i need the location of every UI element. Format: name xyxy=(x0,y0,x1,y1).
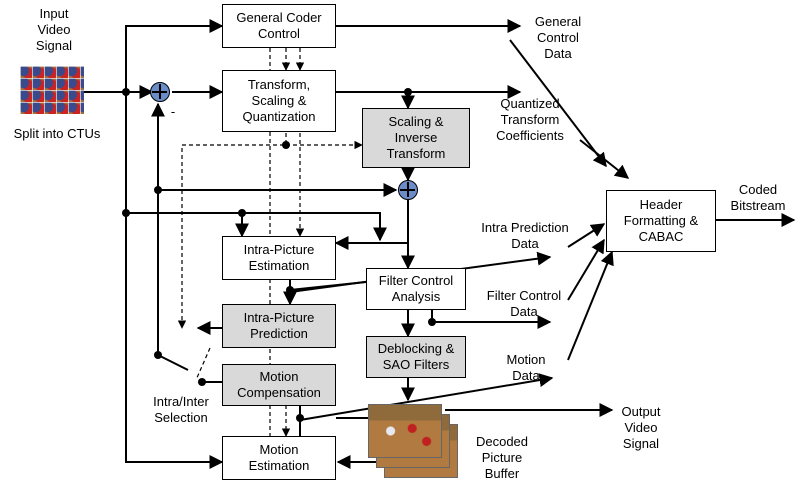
junction-dot xyxy=(282,141,290,149)
filter-control-analysis-box: Filter Control Analysis xyxy=(366,268,466,310)
input-video-signal-label: Input Video Signal xyxy=(35,6,73,53)
motion-compensation-box: Motion Compensation xyxy=(222,364,336,406)
residual-sum-node xyxy=(150,82,170,102)
junction-dot xyxy=(122,209,130,217)
quantized-transform-coefficients-label: Quantized Transform Coefficients xyxy=(496,96,564,143)
control-data-to-header-arrow xyxy=(509,39,607,168)
intra-inter-selection-label: Intra/Inter Selection xyxy=(153,394,209,425)
reconstruction-sum-node xyxy=(398,180,418,200)
coded-bitstream-label: Coded Bitstream xyxy=(730,182,786,213)
filter-control-data-label: Filter Control Data xyxy=(486,288,562,319)
split-into-ctus-label: Split into CTUs xyxy=(13,126,101,141)
general-control-data-label: General Control Data xyxy=(534,14,582,61)
junction-dot xyxy=(286,286,294,294)
input-frame-thumbnail xyxy=(20,66,84,114)
junction-dot xyxy=(238,209,246,217)
junction-dot xyxy=(428,318,436,326)
junction-dot xyxy=(154,186,162,194)
input-to-coder-control-wire xyxy=(125,19,224,92)
intra-picture-estimation-box: Intra-Picture Estimation xyxy=(222,236,336,280)
junction-dot xyxy=(154,351,162,359)
output-video-signal-label: Output Video Signal xyxy=(621,404,661,451)
coefficients-to-header-arrow xyxy=(579,139,630,179)
decoded-picture-buffer-label: Decoded Picture Buffer xyxy=(475,434,529,481)
junction-dot xyxy=(122,88,130,96)
deblocking-sao-filters-box: Deblocking & SAO Filters xyxy=(366,336,466,378)
minus-sign-label: - xyxy=(170,104,176,119)
junction-dot xyxy=(404,88,412,96)
motion-data-to-header-arrow xyxy=(567,250,614,361)
intra-prediction-data-label: Intra Prediction Data xyxy=(481,220,569,251)
control-dash-switch xyxy=(195,347,211,381)
transform-scaling-quantization-box: Transform, Scaling & Quantization xyxy=(222,70,336,132)
input-to-intra-estimation-wire xyxy=(126,212,387,242)
header-formatting-cabac-box: Header Formatting & CABAC xyxy=(606,190,716,252)
junction-dot xyxy=(296,414,304,422)
junction-dot xyxy=(198,378,206,386)
scaling-inverse-transform-box: Scaling & Inverse Transform xyxy=(362,108,470,168)
dpb-frame-front xyxy=(368,404,442,458)
filter-data-to-header-arrow xyxy=(567,238,605,301)
intra-data-to-header-arrow xyxy=(567,223,606,248)
motion-estimation-box: Motion Estimation xyxy=(222,436,336,480)
motion-data-wire xyxy=(299,373,554,421)
motion-data-label: Motion Data xyxy=(506,352,546,383)
selection-switch-blade xyxy=(157,354,189,371)
general-coder-control-box: General Coder Control xyxy=(222,4,336,48)
intra-picture-prediction-box: Intra-Picture Prediction xyxy=(222,304,336,348)
